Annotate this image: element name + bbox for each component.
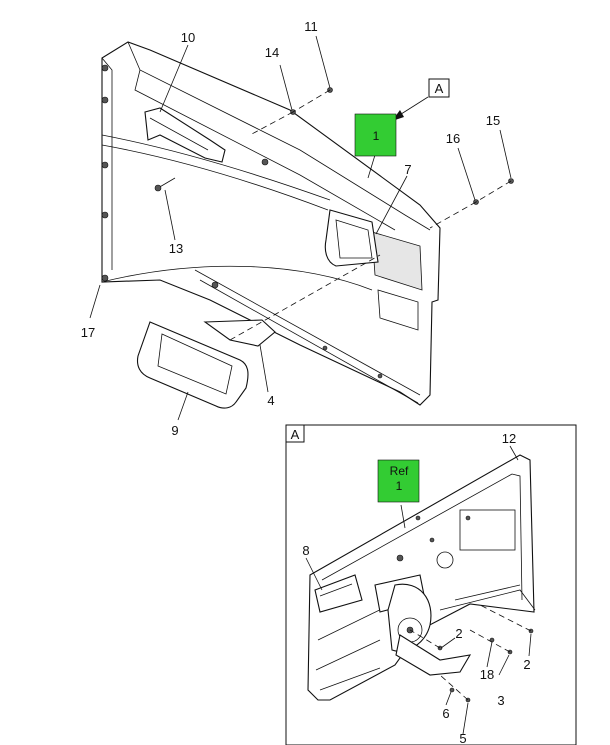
- detail-dashed-centerlines: [409, 604, 532, 701]
- callout-7: 7: [404, 162, 411, 177]
- view-flag-a: [428, 78, 450, 98]
- detail-label: A: [291, 427, 300, 442]
- callout-4: 4: [267, 393, 274, 408]
- pull-handle: [144, 107, 226, 163]
- callout-10: 10: [181, 30, 195, 45]
- callout-17: 17: [81, 325, 95, 340]
- bezel-9: [136, 321, 249, 409]
- callout-3: 3: [497, 693, 504, 708]
- handle-bezel: [324, 209, 379, 267]
- callout-8: 8: [302, 543, 309, 558]
- dashed-centerlines: [229, 89, 512, 341]
- leader-lines-detail: [305, 445, 532, 735]
- screw-13: [154, 177, 176, 192]
- callout-18: 18: [480, 667, 494, 682]
- callout-2b: 2: [523, 657, 530, 672]
- callout-box-ref-1: [377, 459, 420, 503]
- callout-12: 12: [502, 431, 516, 446]
- callout-9: 9: [171, 423, 178, 438]
- latch-mechanism: [374, 574, 472, 676]
- callout-15: 15: [486, 113, 500, 128]
- ref-number: 1: [396, 479, 403, 493]
- callout-box-1: [354, 113, 397, 157]
- callout-5: 5: [459, 731, 466, 745]
- clip-4: [203, 319, 276, 347]
- callout-2a: 2: [455, 626, 462, 641]
- ref-label: Ref: [390, 464, 409, 478]
- callout-13: 13: [169, 241, 183, 256]
- view-flag-label: A: [435, 81, 444, 96]
- callout-16: 16: [446, 131, 460, 146]
- inside-handle-8: [314, 574, 363, 613]
- callout-6: 6: [442, 706, 449, 721]
- fastener-6: [449, 687, 455, 693]
- callout-14: 14: [265, 45, 279, 60]
- callout-11: 11: [304, 19, 318, 34]
- callout-1: 1: [373, 129, 380, 143]
